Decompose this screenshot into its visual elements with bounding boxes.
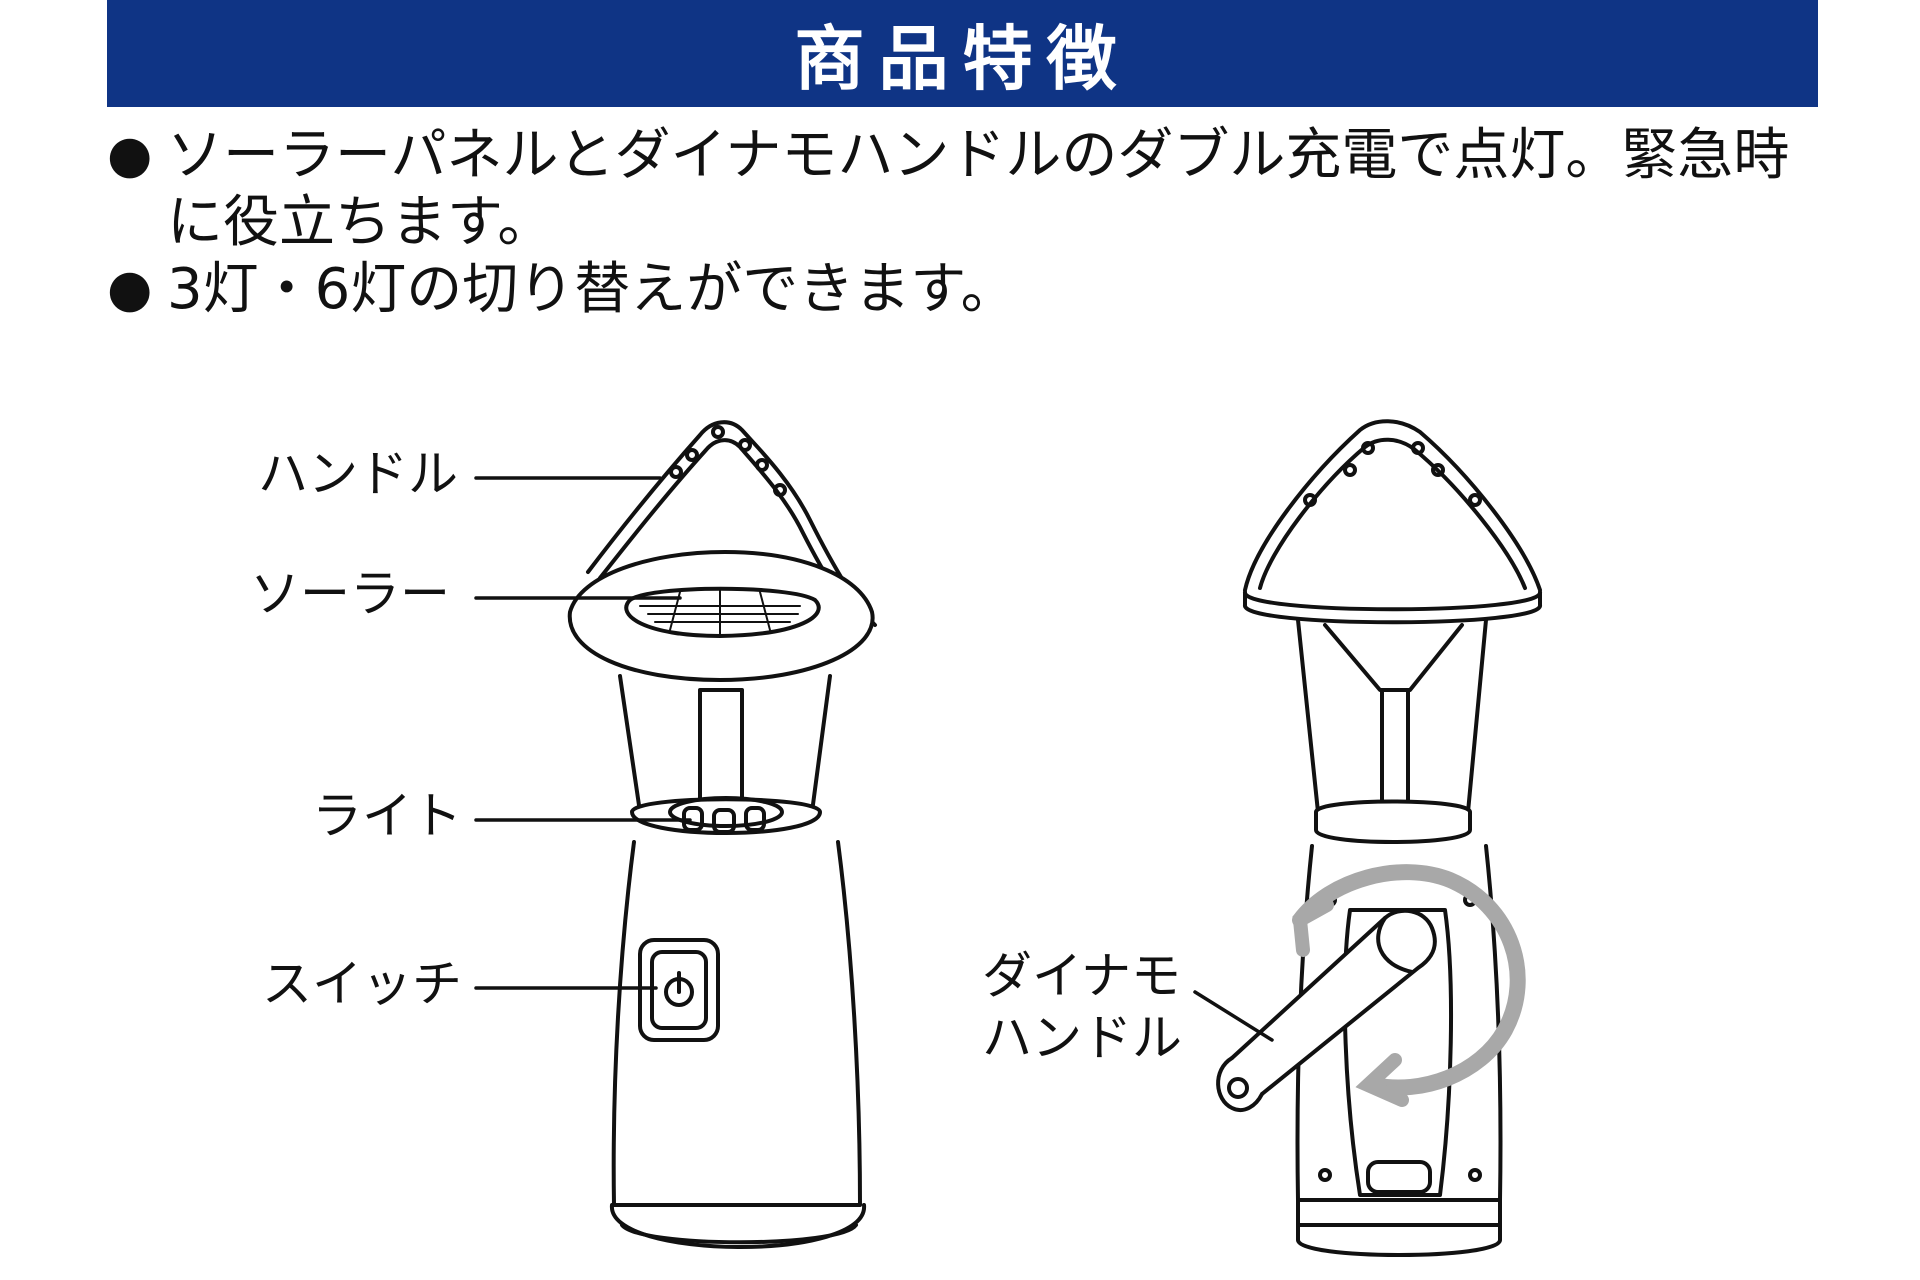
label-solar: ソーラー xyxy=(250,565,450,623)
feature-text: 3灯・6灯の切り替えができます。 xyxy=(167,257,1017,322)
label-light: ライト xyxy=(312,787,462,845)
label-dynamo-line1: ダイナモ xyxy=(982,947,1181,1005)
bullet-icon: ● xyxy=(107,259,153,319)
left-lantern xyxy=(567,420,877,1249)
rotation-arrow-icon xyxy=(1292,864,1526,1107)
label-switch: スイッチ xyxy=(262,955,462,1013)
right-lantern xyxy=(1216,419,1543,1257)
label-dynamo-line2: ハンドル xyxy=(982,1009,1182,1067)
label-handle: ハンドル xyxy=(258,445,458,503)
feature-item: ● ソーラーパネルとダイナモハンドルのダブル充電で点灯。緊急時に役立ちます。 xyxy=(107,122,1827,256)
page-title-banner: 商品特徴 xyxy=(107,0,1818,107)
feature-item: ● 3灯・6灯の切り替えができます。 xyxy=(107,256,1827,323)
feature-text: ソーラーパネルとダイナモハンドルのダブル充電で点灯。緊急時に役立ちます。 xyxy=(167,123,1790,255)
feature-list: ● ソーラーパネルとダイナモハンドルのダブル充電で点灯。緊急時に役立ちます。 ●… xyxy=(107,122,1827,323)
bullet-icon: ● xyxy=(107,125,153,185)
page-title: 商品特徴 xyxy=(794,18,1131,100)
leader-lines xyxy=(474,476,1274,1042)
